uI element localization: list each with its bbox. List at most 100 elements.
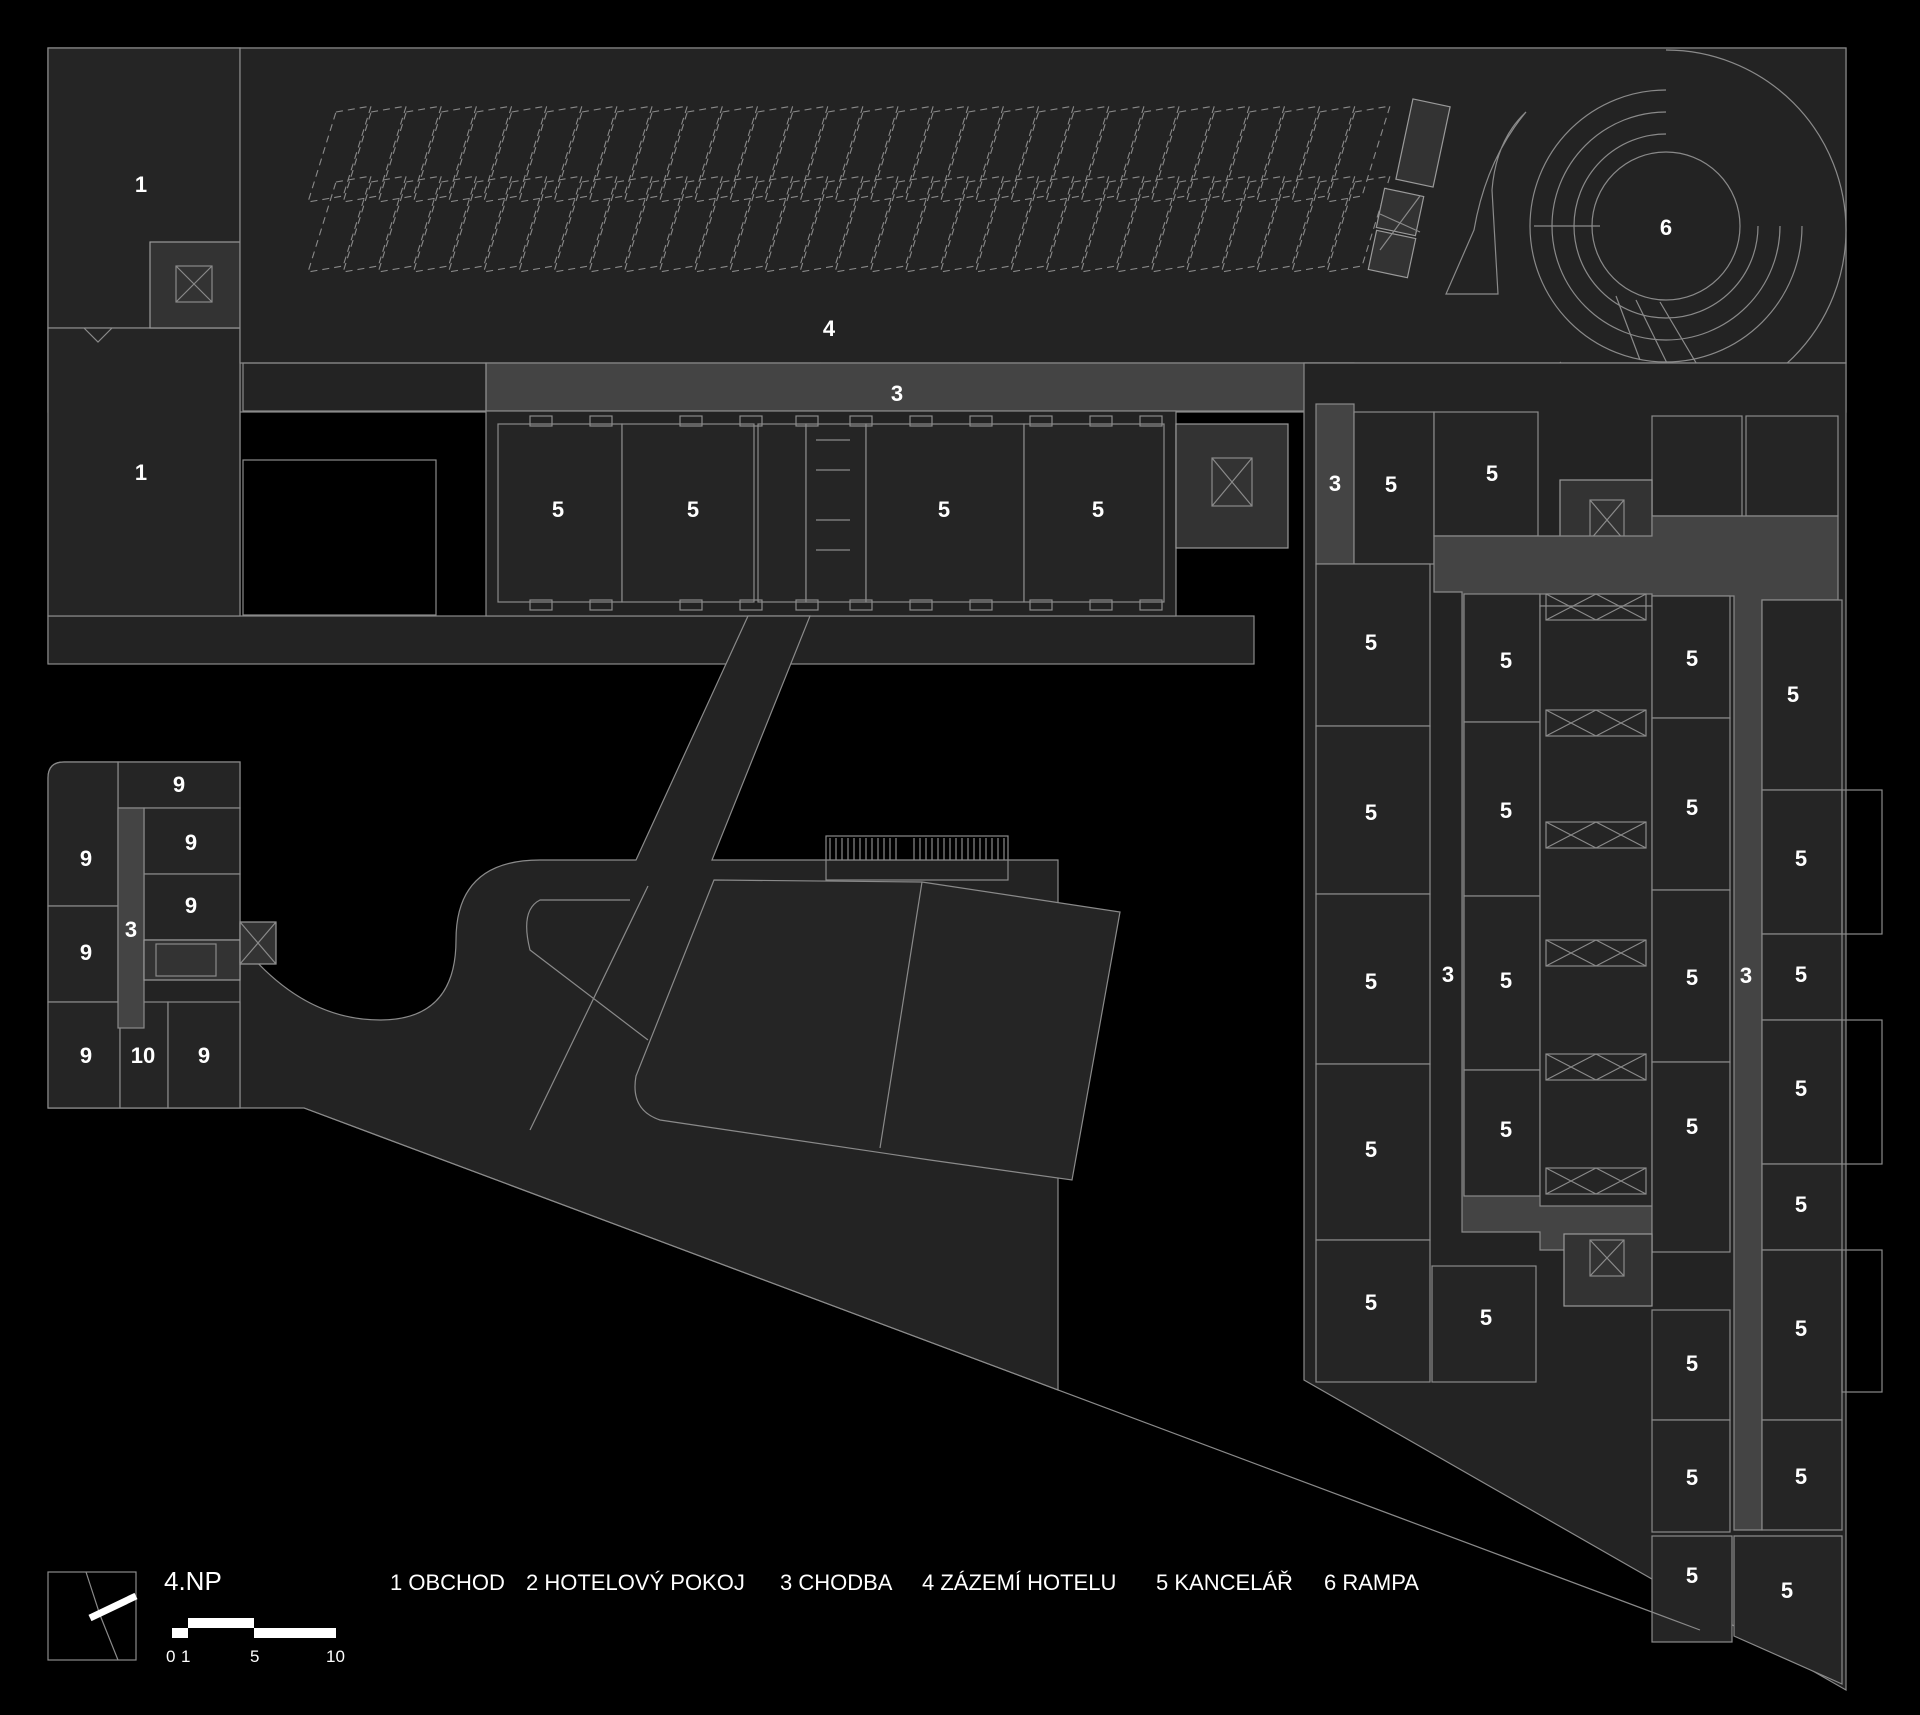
scale-label-1: 1	[181, 1647, 190, 1666]
room-number-label: 5	[1500, 1117, 1512, 1142]
office-south-inner	[1431, 1265, 1537, 1383]
room-number-label: 5	[1365, 1290, 1377, 1315]
room-number-label: 5	[1686, 1351, 1698, 1376]
parking-stall	[1009, 105, 1075, 203]
room-number-label: 5	[1686, 965, 1698, 990]
legend: 4.NP 1 OBCHOD 2 HOTELOVÝ POKOJ 3 CHODBA …	[47, 1566, 1419, 1666]
parking-stall	[658, 105, 724, 203]
office-inner-right-1	[1651, 595, 1731, 719]
east-block	[1303, 362, 1883, 1692]
parking-stall	[553, 105, 618, 203]
room-number-label: 9	[173, 772, 185, 797]
scale-label-5: 5	[250, 1647, 259, 1666]
office-stair-hall	[805, 423, 867, 603]
parking-stall	[834, 175, 899, 273]
office-north-4	[1023, 423, 1165, 603]
parking-stall	[447, 105, 513, 203]
room-number-label: 5	[1480, 1305, 1492, 1330]
parking-stall	[834, 105, 899, 203]
room-number-label: 5	[1092, 497, 1104, 522]
parking-stall	[412, 105, 478, 203]
room-number-label: 9	[80, 846, 92, 871]
parking-stall	[728, 105, 794, 203]
room-number-label: 5	[1686, 1114, 1698, 1139]
room-number-label: 1	[135, 172, 147, 197]
parking-stall	[1220, 105, 1286, 203]
room-number-label: 4	[823, 316, 836, 341]
room-number-label: 3	[125, 917, 137, 942]
parking-stall	[1115, 105, 1180, 203]
room-number-label: 5	[1686, 646, 1698, 671]
parking-stall	[342, 175, 408, 273]
room-number-label: 5	[1795, 1192, 1807, 1217]
parking-stall	[1326, 105, 1391, 203]
parking-stall	[307, 175, 372, 273]
north-offices	[485, 410, 1289, 617]
room-number-label: 9	[198, 1043, 210, 1068]
room-number-label: 5	[938, 497, 950, 522]
parking-stall	[939, 105, 1005, 203]
southwest-block	[47, 761, 277, 1109]
parking-stall	[799, 175, 864, 273]
parking-stall	[1080, 105, 1145, 203]
parking-stall	[447, 175, 513, 273]
corridor-north	[485, 362, 1355, 412]
parking-stall	[939, 175, 1005, 273]
stair-core-south	[1563, 1233, 1653, 1307]
parking-stall	[974, 105, 1040, 203]
parking-stall	[1115, 175, 1180, 273]
room-number-label: 3	[891, 381, 903, 406]
light-well	[242, 459, 437, 616]
parking-stall	[1150, 105, 1216, 203]
inner-light-shaft	[1539, 605, 1653, 1207]
parking-stall	[377, 105, 443, 203]
room-number-label: 5	[1686, 795, 1698, 820]
room-number-label: 9	[185, 830, 197, 855]
office-west-col-3	[1315, 893, 1431, 1065]
office-north-3	[865, 423, 1025, 603]
parking-stall	[1326, 175, 1391, 273]
room-number-label: 10	[131, 1043, 155, 1068]
parking-stall	[1290, 175, 1356, 273]
parking-stall	[869, 175, 935, 273]
atrium-roof	[634, 879, 1121, 1181]
parking-stall	[412, 175, 478, 273]
room-number-label: 5	[1787, 682, 1799, 707]
room-number-label: 5	[1365, 630, 1377, 655]
legend-item-1: 1 OBCHOD	[390, 1570, 505, 1595]
parking-stall	[307, 105, 372, 203]
room-number-label: 3	[1329, 471, 1341, 496]
parking-stall	[693, 105, 759, 203]
parking-stall	[1290, 105, 1356, 203]
office-north-2	[621, 423, 755, 603]
room-number-label: 5	[552, 497, 564, 522]
parking-stall	[518, 105, 583, 203]
stair-core-north	[1175, 423, 1289, 549]
parking-stall	[377, 175, 443, 273]
office-east-a	[1353, 411, 1435, 565]
parking-stall	[342, 105, 408, 203]
corridor-sw	[117, 807, 145, 1029]
north-arrow-icon	[88, 1592, 138, 1622]
parking-stall	[1045, 105, 1110, 203]
parking-stall	[482, 175, 548, 273]
room-number-label: 5	[1500, 798, 1512, 823]
room-number-label: 5	[1795, 1464, 1807, 1489]
room-number-label: 3	[1442, 962, 1454, 987]
room-number-label: 5	[1365, 1137, 1377, 1162]
parking-stall	[974, 175, 1040, 273]
office-north-1	[497, 423, 623, 603]
room-number-label: 5	[1795, 962, 1807, 987]
room-number-label: 5	[1686, 1465, 1698, 1490]
parking-stall	[588, 175, 653, 273]
scale-label-0: 0	[166, 1647, 175, 1666]
parking-stalls	[307, 105, 1391, 273]
parking-stall	[623, 175, 689, 273]
room-number-label: 3	[1740, 963, 1752, 988]
parking-stall	[658, 175, 724, 273]
scale-label-10: 10	[326, 1647, 345, 1666]
office-east-b	[1433, 411, 1539, 537]
shop-room-south	[47, 327, 241, 617]
parking-stall	[1080, 175, 1145, 273]
